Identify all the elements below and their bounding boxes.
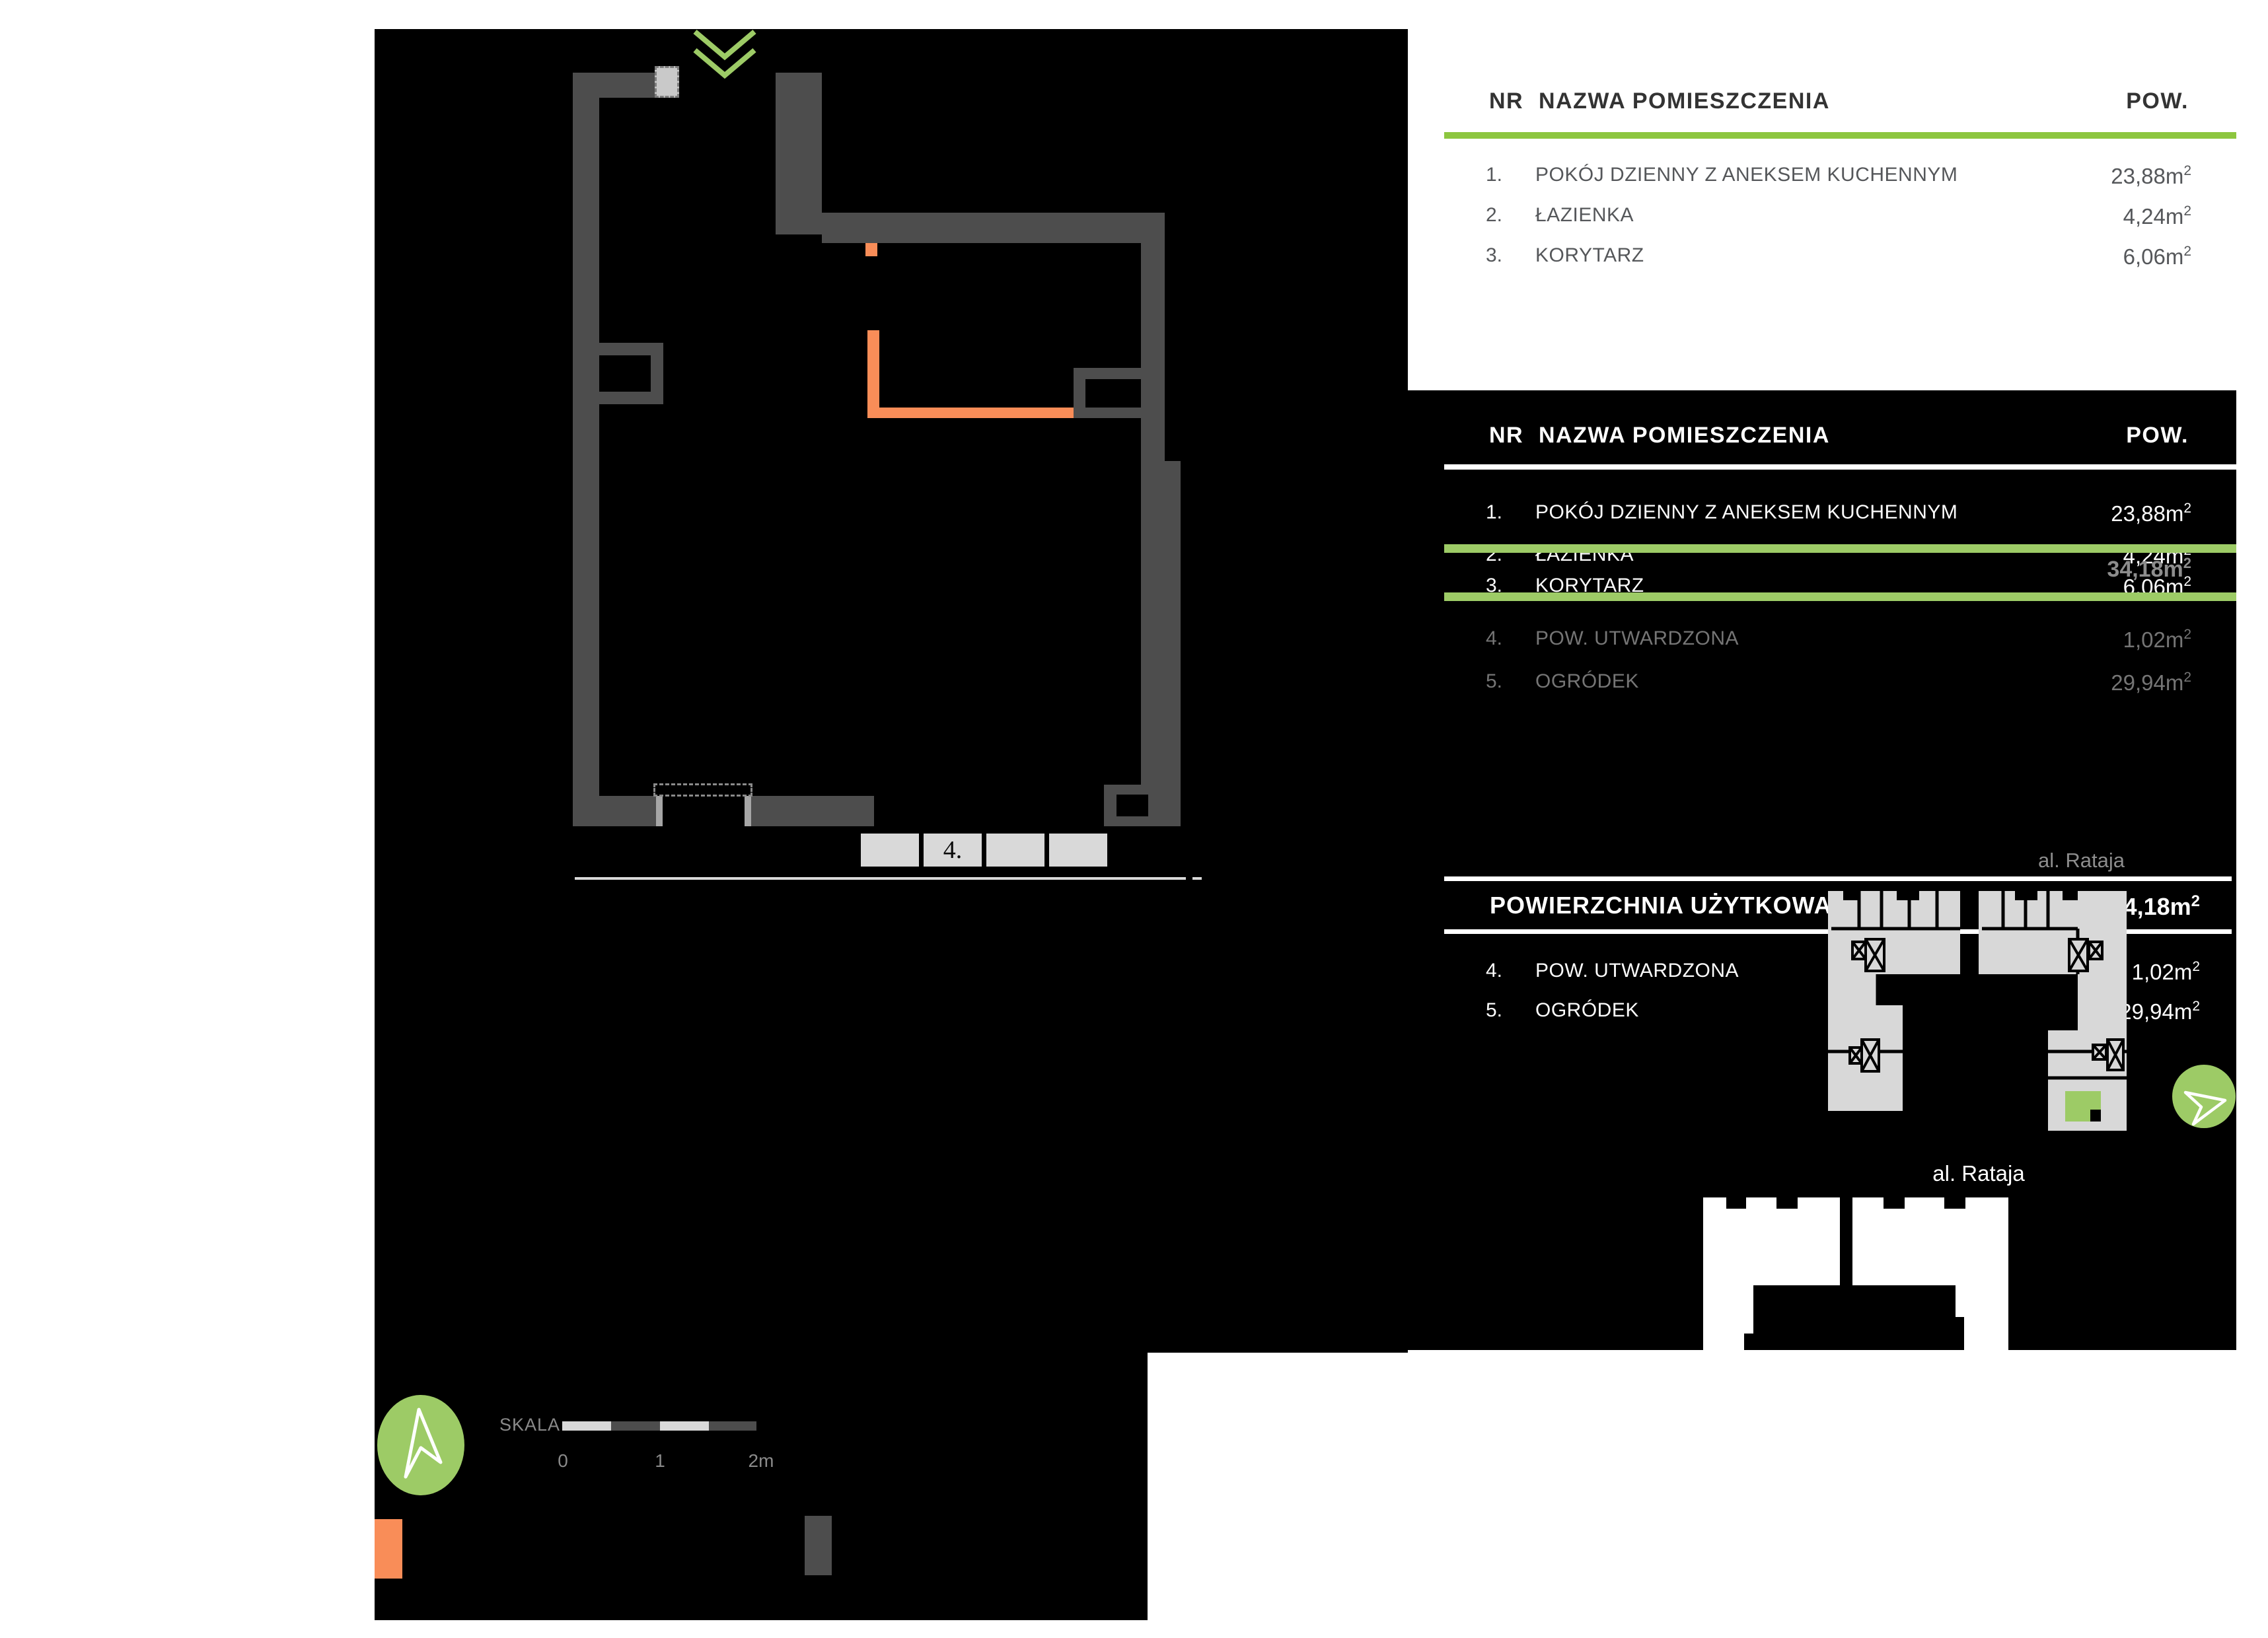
scale-title: SKALA bbox=[499, 1415, 561, 1435]
legend-swatch-gray bbox=[805, 1516, 832, 1575]
col-pow: POW. bbox=[2126, 89, 2189, 114]
col-nr: NR bbox=[1489, 89, 1524, 114]
send-icon bbox=[2183, 1090, 2227, 1126]
room-area: 6,06m2 bbox=[2123, 244, 2191, 269]
closet-left-bottom bbox=[597, 392, 663, 404]
room-number: 1. bbox=[1486, 501, 1503, 523]
corner-block-hole bbox=[1116, 795, 1148, 816]
scale-tick-1: 1 bbox=[655, 1450, 665, 1471]
summary-highlight-bar-bottom bbox=[1444, 592, 2236, 601]
garden-boundary-line bbox=[575, 877, 1186, 880]
street-label-bottom: al. Rataja bbox=[1932, 1161, 2025, 1186]
wall-left bbox=[573, 73, 599, 826]
paved-area-number: 4. bbox=[943, 836, 963, 864]
neighbor-building-silhouette bbox=[1703, 1197, 2008, 1350]
orange-wall-stub bbox=[865, 243, 877, 256]
window-jamb-left bbox=[656, 796, 663, 826]
closet-left-right bbox=[651, 343, 663, 404]
room-area: 23,88m2 bbox=[2111, 501, 2191, 526]
entry-door-leaf bbox=[655, 66, 679, 98]
scale-tick-2: 2m bbox=[748, 1450, 774, 1471]
closet-right-top bbox=[1074, 368, 1141, 379]
scale-seg-2 bbox=[611, 1421, 660, 1431]
col-nr: NR bbox=[1489, 423, 1524, 448]
room-row-dark: 1. POKÓJ DZIENNY Z ANEKSEM KUCHENNYM 23,… bbox=[1444, 501, 2236, 532]
closet-left-top bbox=[597, 343, 663, 355]
entrance-chevron-icon bbox=[693, 28, 756, 81]
header-underline-white bbox=[1444, 464, 2236, 470]
room-name: OGRÓDEK bbox=[1535, 999, 1639, 1021]
room-number: 4. bbox=[1486, 960, 1503, 981]
room-area: 29,94m2 bbox=[2111, 670, 2191, 695]
table-header-dark: NR NAZWA POMIESZCZENIA POW. bbox=[1444, 423, 2236, 452]
wall-right-upper bbox=[1141, 243, 1165, 461]
room-name: OGRÓDEK bbox=[1535, 670, 1639, 692]
scale-seg-1 bbox=[562, 1421, 611, 1431]
extra-row-section: 5. OGRÓDEK 29,94m2 bbox=[1444, 999, 2200, 1030]
room-number: 4. bbox=[1486, 627, 1503, 649]
extra-row-dark: 4. POW. UTWARDZONA 1,02m2 bbox=[1444, 627, 2236, 658]
paved-tile bbox=[861, 834, 919, 867]
room-area: 1,02m2 bbox=[2131, 959, 2200, 984]
room-area: 1,02m2 bbox=[2123, 627, 2191, 652]
floorplan-canvas bbox=[375, 29, 1408, 1353]
paved-tile bbox=[986, 834, 1044, 867]
street-label-top: al. Rataja bbox=[2038, 849, 2125, 872]
paved-tile bbox=[1049, 834, 1107, 867]
header-underline-green bbox=[1444, 132, 2236, 139]
wall-bottom-left bbox=[573, 796, 656, 826]
room-name: KORYTARZ bbox=[1535, 244, 1644, 266]
legend-swatch-orange bbox=[375, 1519, 402, 1579]
garden-boundary-dash bbox=[1192, 877, 1202, 880]
paved-tile-labeled: 4. bbox=[924, 834, 982, 867]
room-row: 2. ŁAZIENKA 4,24m2 bbox=[1444, 203, 2236, 234]
room-name: POW. UTWARDZONA bbox=[1535, 960, 1739, 981]
section-line-top bbox=[1444, 876, 2232, 881]
room-name: POKÓJ DZIENNY Z ANEKSEM KUCHENNYM bbox=[1535, 501, 1958, 523]
col-pow: POW. bbox=[2126, 423, 2189, 448]
room-area: 23,88m2 bbox=[2111, 163, 2191, 188]
wall-bottom-right bbox=[751, 796, 874, 826]
room-row: 3. KORYTARZ 6,06m2 bbox=[1444, 244, 2236, 275]
site-plan bbox=[1823, 886, 2131, 1136]
legend-canvas bbox=[375, 1353, 1148, 1620]
extra-row-section: 4. POW. UTWARDZONA 1,02m2 bbox=[1444, 959, 2200, 990]
window-sill-dashed bbox=[653, 783, 752, 797]
room-area: 29,94m2 bbox=[2119, 999, 2200, 1024]
scale-seg-3 bbox=[660, 1421, 709, 1431]
closet-right-bottom bbox=[1074, 408, 1141, 418]
room-area: 4,24m2 bbox=[2123, 203, 2191, 229]
wall-right-lower bbox=[1141, 461, 1181, 826]
summary-highlight-bar-top bbox=[1444, 544, 2236, 553]
room-number: 5. bbox=[1486, 670, 1503, 692]
room-name: ŁAZIENKA bbox=[1535, 204, 1634, 226]
room-number: 1. bbox=[1486, 164, 1503, 186]
window-jamb-right bbox=[745, 796, 751, 826]
navigate-button[interactable] bbox=[2172, 1065, 2236, 1128]
col-name: NAZWA POMIESZCZENIA bbox=[1539, 89, 1830, 114]
col-name: NAZWA POMIESZCZENIA bbox=[1539, 423, 1830, 448]
wall-entry-pillar bbox=[776, 73, 822, 234]
room-name: POW. UTWARDZONA bbox=[1535, 627, 1739, 649]
wall-top-right bbox=[822, 213, 1165, 243]
closet-right-left bbox=[1074, 368, 1085, 418]
scale-seg-4 bbox=[709, 1421, 756, 1431]
room-number: 5. bbox=[1486, 999, 1503, 1021]
compass-icon bbox=[377, 1395, 464, 1495]
scale-tick-0: 0 bbox=[558, 1450, 568, 1471]
orange-wall-horizontal bbox=[867, 408, 1076, 418]
orange-wall-vertical bbox=[867, 330, 879, 418]
extra-row-dark: 5. OGRÓDEK 29,94m2 bbox=[1444, 670, 2236, 701]
room-name: POKÓJ DZIENNY Z ANEKSEM KUCHENNYM bbox=[1535, 164, 1958, 186]
table-header-light: NR NAZWA POMIESZCZENIA POW. bbox=[1444, 89, 2236, 118]
room-number: 2. bbox=[1486, 204, 1503, 226]
room-number: 3. bbox=[1486, 244, 1503, 266]
room-row: 1. POKÓJ DZIENNY Z ANEKSEM KUCHENNYM 23,… bbox=[1444, 163, 2236, 194]
usable-area-label: POWIERZCHNIA UŻYTKOWA bbox=[1490, 892, 1832, 919]
